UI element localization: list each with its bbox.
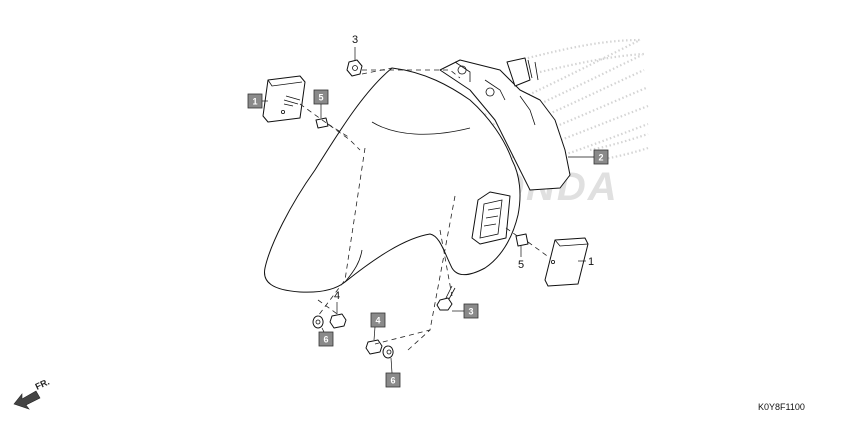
svg-text:6: 6 (323, 335, 328, 345)
front-direction-label: FR. (34, 377, 51, 392)
callout-1-left: 1 (247, 93, 268, 109)
callout-2: 2 (568, 149, 609, 165)
svg-text:5: 5 (318, 93, 323, 103)
callout-1-right: 1 (578, 256, 594, 268)
svg-text:5: 5 (518, 259, 524, 271)
callout-3-top: 3 (352, 34, 358, 60)
svg-text:2: 2 (598, 153, 603, 163)
reflector-left (262, 75, 306, 123)
front-fender (263, 57, 571, 293)
svg-text:3: 3 (468, 307, 473, 317)
callout-5-left: 5 (313, 89, 329, 118)
callout-6-left: 6 (318, 327, 334, 347)
reflector-right (544, 237, 589, 287)
svg-text:3: 3 (352, 34, 358, 46)
front-direction-arrow-icon: FR. (13, 377, 51, 410)
svg-text:1: 1 (252, 97, 257, 107)
svg-text:4: 4 (375, 316, 380, 326)
svg-text:6: 6 (390, 376, 395, 386)
svg-text:1: 1 (588, 256, 594, 268)
callout-6-right: 6 (385, 357, 401, 388)
callout-3-lower: 3 (452, 303, 479, 319)
callout-4-right: 4 (370, 312, 386, 341)
diagram-code: K0Y8F1100 (758, 402, 805, 412)
assembly-lines (299, 67, 551, 351)
callout-5-right: 5 (518, 246, 524, 271)
callout-4-left: 4 (334, 290, 340, 314)
svg-text:4: 4 (334, 290, 340, 302)
